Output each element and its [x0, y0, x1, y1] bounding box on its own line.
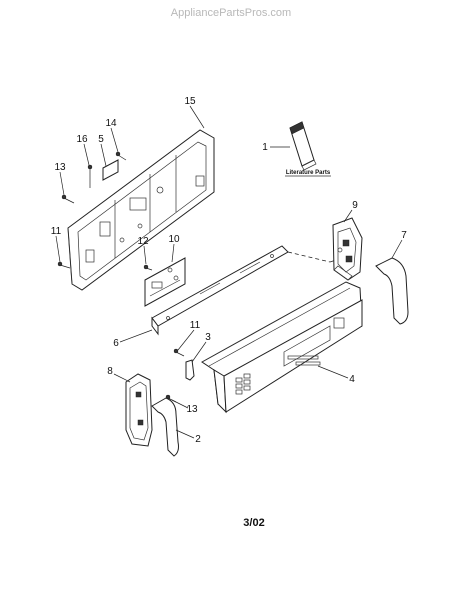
callout-16: 16	[76, 134, 88, 145]
part-13-screw-upper	[61, 194, 75, 204]
callout-5: 5	[98, 134, 104, 145]
part-12-control-board	[144, 257, 186, 307]
callout-8: 8	[107, 366, 113, 377]
watermark-text: AppliancePartsPros.com	[171, 7, 291, 19]
callout-3: 3	[205, 332, 211, 343]
part-2-left-end-cap	[151, 397, 179, 457]
part-5-bracket	[102, 159, 119, 181]
callout-12: 12	[137, 236, 149, 247]
callout-6: 6	[113, 338, 119, 349]
callout-2: 2	[195, 434, 201, 445]
callout-11-upper: 11	[51, 226, 62, 237]
callout-11-lower: 11	[190, 320, 201, 331]
leader-lines	[55, 105, 403, 439]
callout-15: 15	[184, 96, 196, 107]
callout-10: 10	[168, 234, 180, 245]
callout-1: 1	[262, 142, 268, 153]
part-7-right-end-cap	[375, 257, 409, 325]
callout-14: 14	[105, 118, 117, 129]
part-3-clip	[185, 359, 195, 381]
dashed-line-rail-to-housing	[287, 251, 331, 263]
part-11-screw-left	[57, 261, 71, 269]
part-4-control-panel	[201, 281, 363, 414]
keypad-buttons	[235, 355, 321, 395]
date-code: 3/02	[243, 517, 264, 529]
part-14-screw	[115, 151, 127, 161]
part-8-left-housing	[125, 373, 153, 447]
callout-4: 4	[349, 374, 355, 385]
callout-13-lower: 13	[186, 404, 198, 415]
part-11-screw-lower	[173, 348, 185, 357]
part-9-right-housing	[332, 217, 363, 281]
callout-labels: 15 14 16 5 13 11 1 9 7 12 10 6 11 3 4 8 …	[51, 96, 407, 445]
part-12-screw	[143, 264, 153, 271]
part-16-screw	[87, 164, 93, 188]
callout-13-upper: 13	[54, 162, 66, 173]
part-1-literature: Literature Parts	[285, 121, 331, 177]
callout-9: 9	[352, 200, 358, 211]
literature-label: Literature Parts	[286, 170, 331, 176]
callout-7: 7	[401, 230, 407, 241]
dashed-line-housing	[329, 259, 337, 263]
part-15-back-panel	[67, 129, 215, 291]
